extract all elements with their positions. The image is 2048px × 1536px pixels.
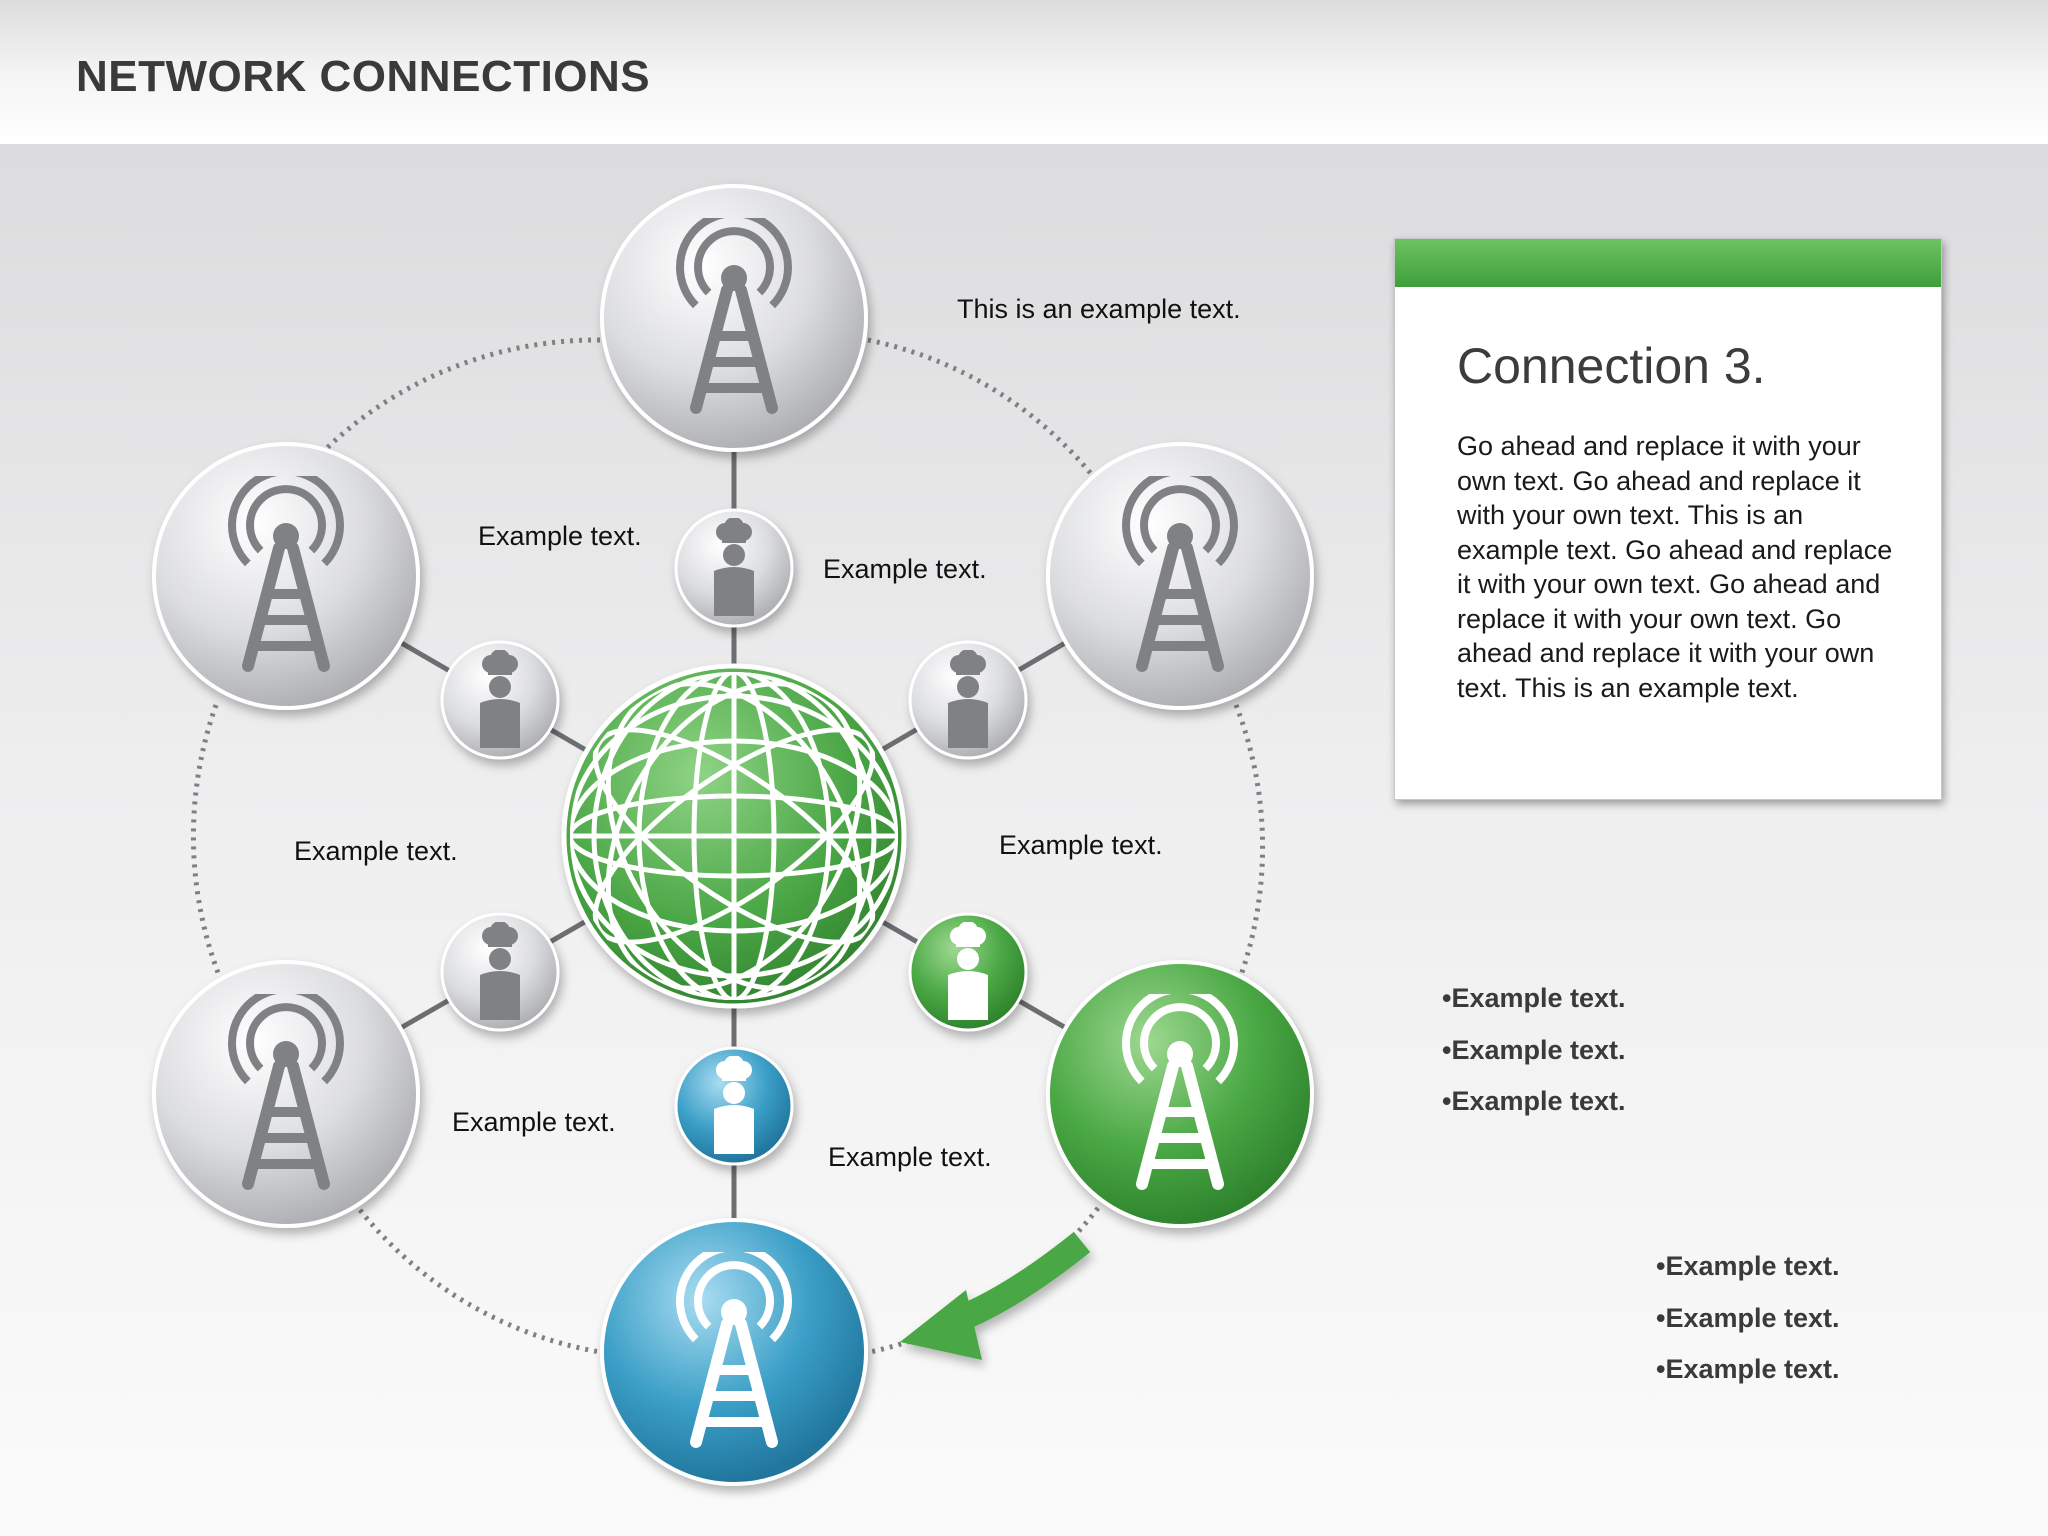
- card-body: Go ahead and replace it with your own te…: [1457, 431, 1893, 703]
- label-top-right: This is an example text.: [957, 294, 1241, 324]
- tower-node-upper-right[interactable]: [1046, 442, 1314, 710]
- tower-node-lower-right[interactable]: [1046, 960, 1314, 1228]
- bullet-item: •Example text.: [1442, 1034, 1626, 1065]
- bullet-list-2: •Example text. •Example text. •Example t…: [1656, 1250, 1840, 1405]
- person-node-lower-left[interactable]: [440, 912, 560, 1032]
- card-title: Connection 3.: [1457, 338, 1766, 394]
- person-node-lower-right[interactable]: [908, 912, 1028, 1032]
- card-header-bar: [1395, 239, 1941, 287]
- tower-node-lower-left[interactable]: [152, 960, 420, 1228]
- person-node-top[interactable]: [674, 508, 794, 628]
- globe-icon: [570, 672, 898, 1000]
- connection-card: Connection 3. Go ahead and replace it wi…: [1394, 238, 1942, 800]
- bullet-item: •Example text.: [1656, 1302, 1840, 1333]
- label-lower-left: Example text.: [452, 1107, 616, 1137]
- label-mid-left: Example text.: [294, 836, 458, 866]
- person-node-bottom[interactable]: [674, 1046, 794, 1166]
- bullet-item: •Example text.: [1442, 1086, 1626, 1116]
- bullet-list-1: •Example text. •Example text. •Example t…: [1442, 982, 1626, 1137]
- label-mid-right: Example text.: [999, 830, 1163, 860]
- label-upper-right: Example text.: [823, 554, 987, 584]
- tower-node-upper-left[interactable]: [152, 442, 420, 710]
- tower-node-bottom[interactable]: [600, 1218, 868, 1486]
- bullet-item: •Example text.: [1442, 983, 1626, 1013]
- bullet-item: •Example text.: [1656, 1354, 1840, 1384]
- person-node-upper-right[interactable]: [908, 640, 1028, 760]
- label-upper-left: Example text.: [478, 521, 642, 551]
- bullet-item: •Example text.: [1656, 1251, 1840, 1281]
- header-bar: NETWORK CONNECTIONS: [0, 0, 2048, 144]
- page-title: NETWORK CONNECTIONS: [76, 52, 651, 101]
- globe-hub[interactable]: [557, 639, 912, 1033]
- label-lower-right: Example text.: [828, 1142, 992, 1172]
- person-node-upper-left[interactable]: [440, 640, 560, 760]
- tower-node-top[interactable]: [600, 184, 868, 452]
- curved-arrow-icon: [900, 1231, 1091, 1360]
